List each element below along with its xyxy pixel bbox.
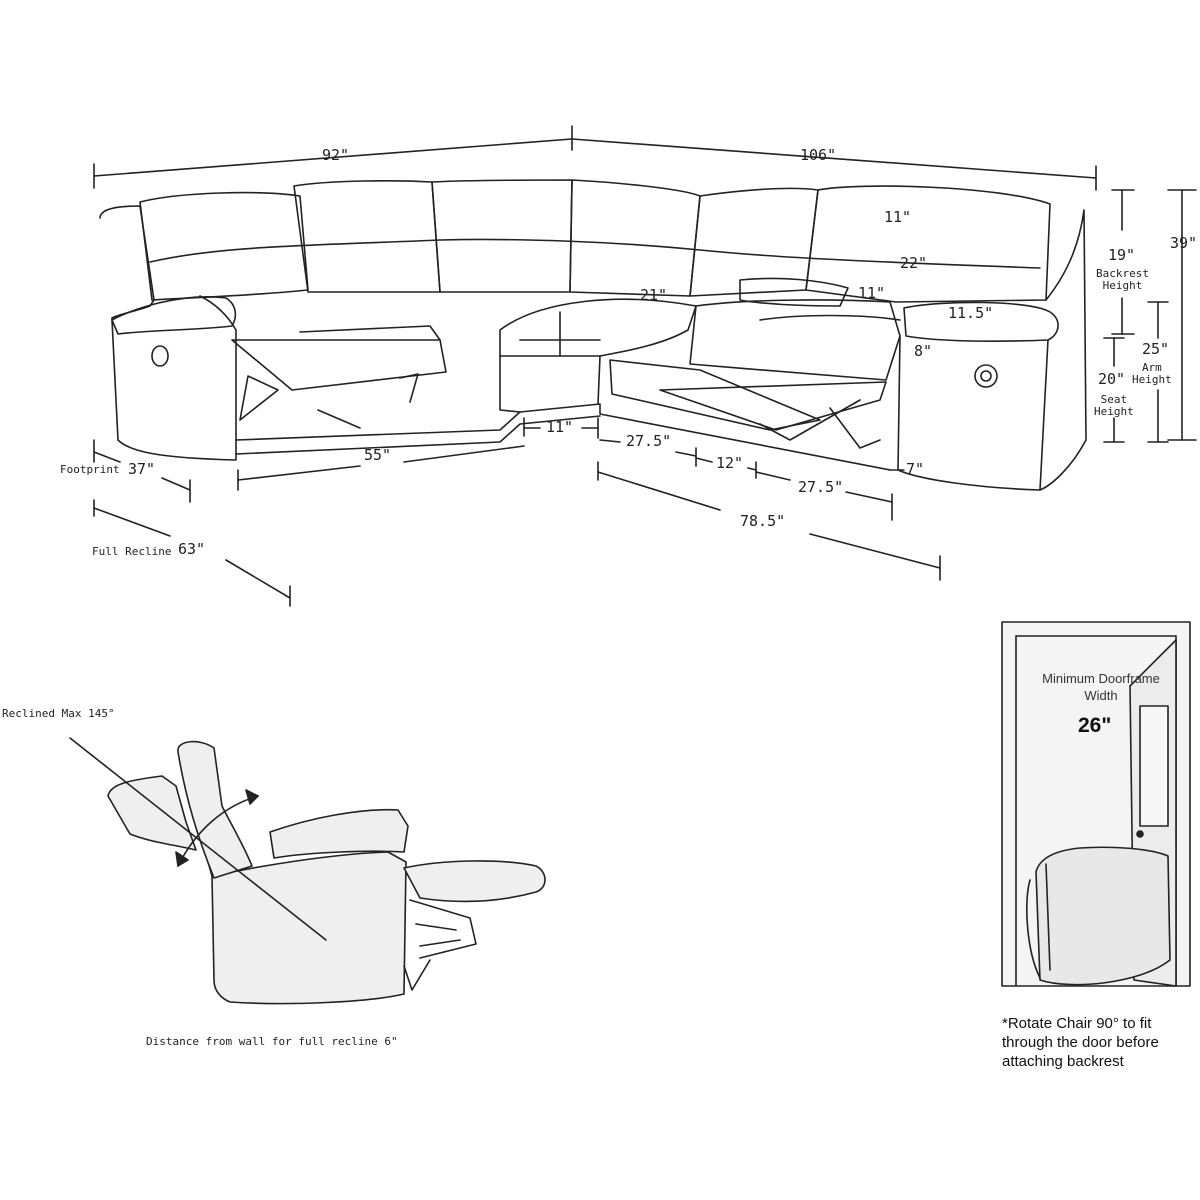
- height-total: 39": [1170, 234, 1198, 252]
- headrest-dim: 11": [884, 208, 912, 226]
- back-cushion-4: [570, 180, 700, 296]
- seat-height-label: Seat Height: [1094, 393, 1134, 418]
- wedge-seat-dim: 21": [640, 286, 668, 304]
- console-width-dim: 12": [716, 454, 744, 472]
- backrest-height-label: Backrest Height: [1096, 267, 1149, 292]
- back-cushion-right: [806, 186, 1050, 302]
- right-seat-b-dim: 27.5": [798, 478, 844, 496]
- overall-right-width: 106": [800, 146, 837, 164]
- recliner-headrest: [108, 776, 196, 850]
- doorframe-width: 26": [1078, 714, 1112, 737]
- doorframe-title: Minimum Doorframe Width: [1042, 671, 1160, 703]
- back-cushion-3: [432, 180, 572, 292]
- recliner-body: [212, 852, 406, 1004]
- wedge-seat: [500, 299, 696, 356]
- full-recline-label: Full Recline: [92, 545, 172, 558]
- back-cushion-2: [294, 181, 440, 292]
- left-seat-width-dim: 55": [364, 446, 392, 464]
- arm-height-value: 25": [1142, 340, 1170, 358]
- recliner-backrest: [178, 742, 252, 878]
- right-footrest: [610, 360, 820, 430]
- wedge-width-dim: 11": [546, 418, 574, 436]
- reclined-max-label: Reclined Max 145°: [2, 707, 115, 720]
- back-lower-dim: 11": [858, 284, 886, 302]
- bottom-dimension-lines: [94, 418, 940, 606]
- overall-left-width: 92": [322, 146, 350, 164]
- arm-height-label: Arm Height: [1132, 361, 1172, 386]
- right-footprint-dim: 78.5": [740, 512, 786, 530]
- arm-side-dim: 8": [914, 342, 933, 360]
- right-recline-handle: [974, 364, 998, 388]
- recline-angle-arrows: [70, 738, 326, 940]
- left-recline-handle: [151, 345, 169, 367]
- back-width-dim: 22": [900, 254, 928, 272]
- right-arm: [904, 302, 1058, 341]
- distance-from-wall-label: Distance from wall for full recline 6": [146, 1035, 398, 1048]
- recliner-footrest: [404, 861, 545, 901]
- left-arm: [100, 206, 236, 460]
- height-dimension-lines: [1104, 190, 1196, 442]
- chair-in-door: [1036, 847, 1170, 984]
- footprint-value: 37": [128, 460, 156, 478]
- arm-width-dim: 11.5": [948, 304, 994, 322]
- floor-clearance-dim: 7": [906, 460, 925, 478]
- sectional-sofa-drawing: [100, 180, 1086, 490]
- left-footrest: [232, 340, 446, 390]
- backrest-height-value: 19": [1108, 246, 1136, 264]
- seat-height-value: 20": [1098, 370, 1126, 388]
- right-seat: [690, 300, 900, 380]
- full-recline-value: 63": [178, 540, 206, 558]
- recliner-side-view: [108, 742, 545, 1004]
- overall-width-lines: [94, 126, 1096, 190]
- right-seat-a-dim: 27.5": [626, 432, 672, 450]
- rotate-chair-note: *Rotate Chair 90° to fit through the doo…: [1002, 1015, 1159, 1070]
- doorframe-illustration: [1002, 622, 1190, 986]
- footprint-label: Footprint: [60, 463, 120, 476]
